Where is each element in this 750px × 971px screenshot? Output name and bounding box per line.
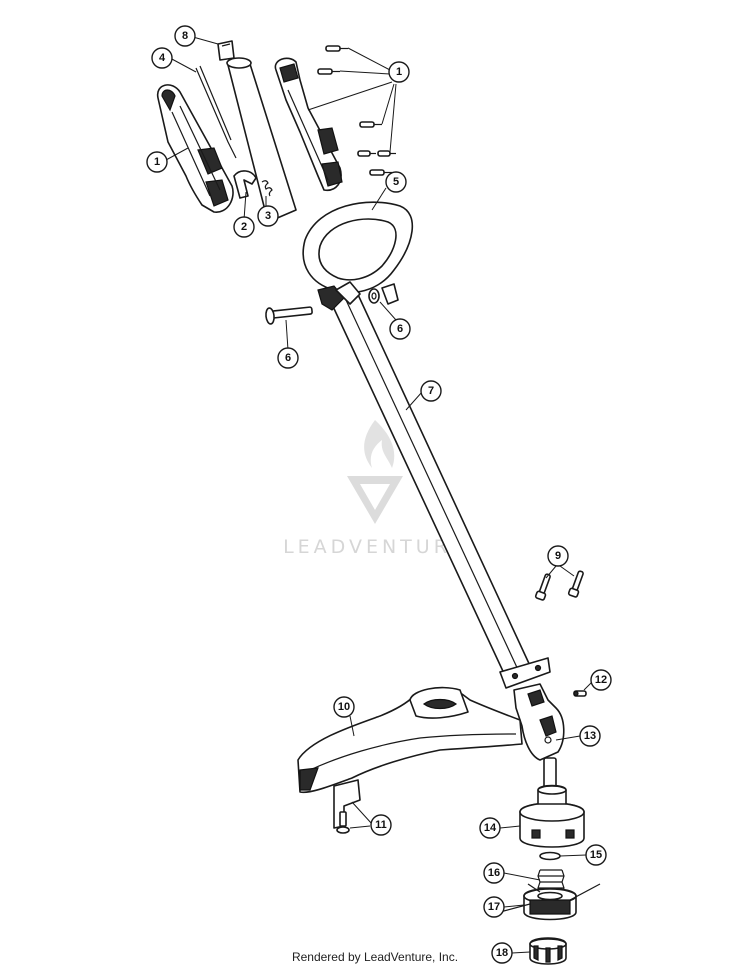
screw [317,68,340,75]
leadventure-watermark: LEADVENTURE [283,420,467,558]
v-mark-icon [347,476,403,524]
callout-5: 5 [385,171,407,193]
callout-11: 11 [370,814,392,836]
svg-text:1: 1 [396,66,402,78]
callout-13: 13 [579,725,601,747]
svg-text:6: 6 [397,323,403,335]
callout-6b: 6 [277,347,299,369]
callout-12: 12 [590,669,612,691]
svg-text:12: 12 [595,674,607,686]
callout-7: 7 [420,380,442,402]
svg-text:14: 14 [484,822,497,834]
svg-text:18: 18 [496,947,508,959]
svg-text:13: 13 [584,730,596,742]
part-9-screws [534,570,584,601]
svg-text:7: 7 [428,385,434,397]
screw [325,45,348,52]
footer-credit: Rendered by LeadVenture, Inc. [291,950,459,964]
callout-1a: 1 [146,151,168,173]
callout-10: 10 [333,696,355,718]
callout-6a: 6 [389,318,411,340]
callout-18: 18 [491,942,513,964]
svg-text:4: 4 [159,52,166,64]
callout-17: 17 [483,896,505,918]
screw [359,121,382,128]
callout-2: 2 [233,216,255,238]
part-12-screw [573,690,587,697]
part-6-bolt [265,306,313,325]
part-1-screws [317,45,396,176]
svg-text:5: 5 [393,176,399,188]
part-14-spool-housing [519,784,585,848]
part-6-nut [368,283,399,305]
part-11-bracket [333,779,361,834]
part-1-handle-left [156,84,234,213]
part-3-spring [261,180,273,197]
flame-icon [364,420,395,468]
callout-9: 9 [547,545,569,567]
watermark-text: LEADVENTURE [283,536,467,558]
callout-16: 16 [483,862,505,884]
upper-shaft [226,57,297,223]
part-1-handle-right [274,57,343,192]
svg-text:11: 11 [375,819,387,831]
svg-text:17: 17 [488,901,500,913]
screw [369,169,392,176]
screw [377,150,396,157]
callout-1b: 1 [388,61,410,83]
svg-text:3: 3 [265,210,271,222]
callout-14: 14 [479,817,501,839]
callout-8: 8 [174,25,196,47]
svg-text:10: 10 [338,701,350,713]
part-17-spool [499,883,601,921]
svg-text:15: 15 [590,849,602,861]
part-13-gear-head [513,683,565,791]
part-10-guard [297,686,523,794]
callout-3: 3 [257,205,279,227]
part-2-trigger [233,170,257,199]
svg-text:9: 9 [555,550,561,562]
part-8-rod [217,40,235,61]
svg-text:16: 16 [488,867,500,879]
callout-4: 4 [151,47,173,69]
part-15-ring [539,851,561,861]
screw [357,150,376,157]
svg-text:2: 2 [241,221,247,233]
shaft-clamp [499,657,551,689]
part-5-loop-handle [302,201,414,311]
svg-text:1: 1 [154,156,160,168]
leader-lines [165,36,593,954]
callout-15: 15 [585,844,607,866]
part-18-nut [529,937,567,965]
part-4-wire [195,65,237,159]
svg-text:8: 8 [182,30,188,42]
svg-text:6: 6 [285,352,291,364]
